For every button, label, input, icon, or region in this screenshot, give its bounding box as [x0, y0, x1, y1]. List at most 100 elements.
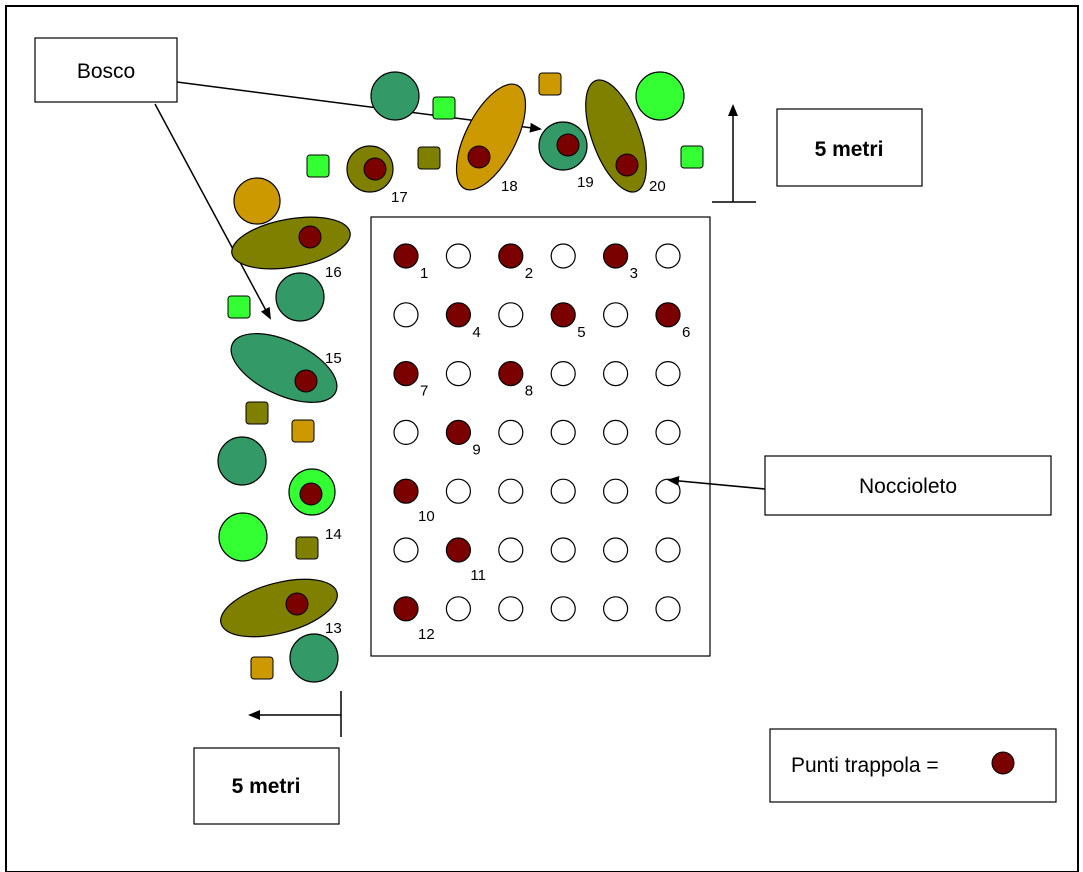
woodland-left: [217, 177, 351, 683]
hazelnut-plant: [445, 478, 471, 504]
shrub-gold: [250, 656, 274, 680]
woodland-trap-numbers: 13 14 15 16 17 18 19 20: [325, 174, 666, 637]
trap-number-3: 3: [630, 265, 638, 282]
trap-number-12: 12: [418, 626, 435, 643]
scale-label-top: 5 metri: [815, 138, 884, 161]
trap-marker: [467, 145, 491, 169]
trap-number-5: 5: [577, 324, 585, 341]
hazelnut-plant: [393, 302, 419, 328]
bosco-label-box: Bosco: [34, 37, 178, 103]
trap-number-18: 18: [501, 178, 518, 195]
trap-number-11: 11: [470, 567, 486, 584]
scale-label-bottom: 5 metri: [232, 775, 301, 798]
hazelnut-plant: [655, 361, 681, 387]
hazelnut-plant: [602, 361, 629, 387]
legend-trap-marker: [991, 751, 1015, 775]
tree-gold: [233, 177, 281, 225]
hazelnut-plant: [655, 243, 681, 269]
orchard-trap-marker: [498, 243, 524, 269]
hazelnut-plant: [602, 537, 629, 563]
trap-number-1: 1: [420, 265, 428, 282]
hazelnut-plant: [445, 596, 471, 622]
trap-marker: [615, 153, 639, 177]
hazelnut-plant: [655, 419, 681, 445]
shrub-lime: [432, 96, 456, 120]
hazelnut-plant: [602, 478, 629, 504]
hazelnut-plant: [550, 243, 576, 269]
orchard-trap-marker: [393, 361, 419, 387]
shrub-lime: [227, 295, 251, 319]
hazelnut-plant: [550, 596, 576, 622]
hazelnut-plant: [498, 302, 524, 328]
hazelnut-plant: [445, 243, 471, 269]
shrub-gold: [291, 419, 315, 443]
trap-number-14: 14: [325, 526, 342, 543]
trap-number-2: 2: [525, 265, 533, 282]
tree-sea-green: [289, 633, 339, 683]
orchard-trap-marker: [655, 302, 681, 328]
bosco-label: Bosco: [77, 60, 135, 83]
legend-box: Punti trappola =: [769, 728, 1057, 803]
hazelnut-plant: [550, 361, 576, 387]
shrub-olive: [417, 146, 441, 170]
trap-number-16: 16: [325, 264, 342, 281]
hazelnut-plant: [602, 596, 629, 622]
hazelnut-plant: [393, 537, 419, 563]
tree-sea-green: [275, 272, 325, 322]
trap-marker: [363, 157, 387, 181]
hazelnut-plant: [498, 419, 524, 445]
orchard-trap-marker: [393, 243, 419, 269]
orchard-boundary: [370, 216, 711, 657]
tree-olive-ellipse: [220, 578, 338, 638]
hazelnut-plant: [498, 596, 524, 622]
woodland-traps: [285, 133, 639, 616]
shrub-lime: [680, 145, 704, 169]
trap-number-15: 15: [325, 350, 342, 367]
tree-olive-ellipse: [231, 216, 351, 270]
trap-number-10: 10: [418, 508, 435, 525]
tree-sea-green: [217, 436, 267, 486]
shrub-lime: [306, 154, 330, 178]
hazelnut-plant: [550, 419, 576, 445]
orchard-trap-marker: [602, 243, 629, 269]
trap-number-8: 8: [525, 383, 533, 400]
trap-number-6: 6: [682, 324, 690, 341]
tree-sea-green: [370, 71, 420, 121]
shrub-olive: [295, 536, 319, 560]
orchard-trap-marker: [550, 302, 576, 328]
shrub-olive: [245, 401, 269, 425]
trap-marker: [556, 133, 580, 157]
hazelnut-plant: [550, 478, 576, 504]
noccioleto-label: Noccioleto: [859, 475, 957, 498]
hazelnut-plant: [602, 302, 629, 328]
shrub-gold: [538, 72, 562, 96]
orchard-trap-marker: [393, 596, 419, 622]
tree-lime: [635, 71, 685, 121]
orchard-trap-marker: [498, 361, 524, 387]
orchard-trap-marker: [393, 478, 419, 504]
trap-number-4: 4: [472, 324, 480, 341]
trap-number-9: 9: [472, 441, 480, 458]
scale-box-top: 5 metri: [776, 108, 923, 187]
trap-number-19: 19: [577, 174, 594, 191]
trap-marker: [285, 592, 309, 616]
hazelnut-plant: [393, 419, 419, 445]
noccioleto-arrow: [667, 475, 766, 490]
orchard-trap-marker: [445, 419, 471, 445]
trap-number-7: 7: [420, 383, 428, 400]
hazelnut-plant: [602, 419, 629, 445]
trap-marker: [294, 369, 318, 393]
trap-number-13: 13: [325, 620, 342, 637]
orchard-trap-marker: [445, 302, 471, 328]
trap-marker: [299, 482, 323, 506]
tree-lime: [218, 512, 268, 562]
hazelnut-plant: [655, 596, 681, 622]
orchard-trap-marker: [445, 537, 471, 563]
bosco-arrow-down: [154, 103, 271, 320]
noccioleto-label-box: Noccioleto: [764, 455, 1052, 516]
hazelnut-plant: [655, 478, 681, 504]
legend-label: Punti trappola =: [791, 754, 939, 777]
hazelnut-plant: [550, 537, 576, 563]
